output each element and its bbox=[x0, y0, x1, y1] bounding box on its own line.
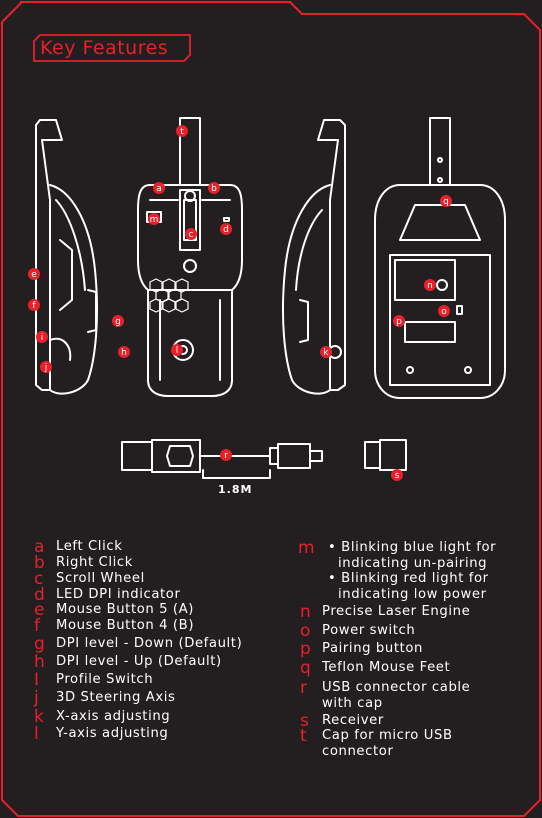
page-title: Key Features bbox=[40, 37, 169, 59]
callout-d: d bbox=[223, 225, 229, 235]
feature-r-line-2: with cap bbox=[322, 696, 383, 711]
mouse-bottom-view bbox=[374, 117, 506, 399]
cable-length-label: 1.8M bbox=[218, 483, 253, 496]
callout-i: i bbox=[41, 333, 44, 343]
feature-m-bullet-1b: indicating un-pairing bbox=[338, 556, 488, 571]
feature-m-bullet-2: • Blinking red light for bbox=[328, 571, 489, 586]
feature-m-bullet-1: • Blinking blue light for bbox=[328, 540, 497, 555]
callout-n: n bbox=[427, 281, 433, 291]
callout-r: r bbox=[224, 451, 228, 461]
callout-g: g bbox=[115, 317, 121, 327]
callout-m: m bbox=[150, 215, 159, 225]
mouse-diagram: t a b m d c e f g i h l j k q n o p r s bbox=[28, 117, 506, 481]
hex-grille bbox=[149, 278, 189, 313]
feature-m: m bbox=[298, 538, 315, 558]
callout-k: k bbox=[323, 348, 329, 358]
callout-c: c bbox=[189, 230, 194, 240]
callout-t: t bbox=[180, 127, 184, 137]
usb-receiver bbox=[364, 439, 407, 471]
callout-o: o bbox=[441, 307, 447, 317]
callout-s: s bbox=[395, 471, 400, 481]
mouse-right-side-view bbox=[281, 119, 346, 395]
callout-e: e bbox=[31, 270, 37, 280]
feature-t-line-2: connector bbox=[322, 744, 394, 759]
mouse-top-view bbox=[137, 117, 243, 397]
mouse-left-side-view bbox=[35, 119, 99, 395]
callout-a: a bbox=[156, 184, 162, 194]
callout-q: q bbox=[443, 197, 449, 207]
callout-j: j bbox=[44, 363, 48, 373]
callout-l: l bbox=[176, 346, 179, 356]
callout-h: h bbox=[121, 348, 127, 358]
feature-m-bullet-2b: indicating low power bbox=[338, 587, 487, 602]
callout-b: b bbox=[211, 184, 217, 194]
callout-f: f bbox=[32, 301, 36, 311]
usb-cable bbox=[121, 439, 323, 479]
callout-p: p bbox=[396, 317, 402, 327]
